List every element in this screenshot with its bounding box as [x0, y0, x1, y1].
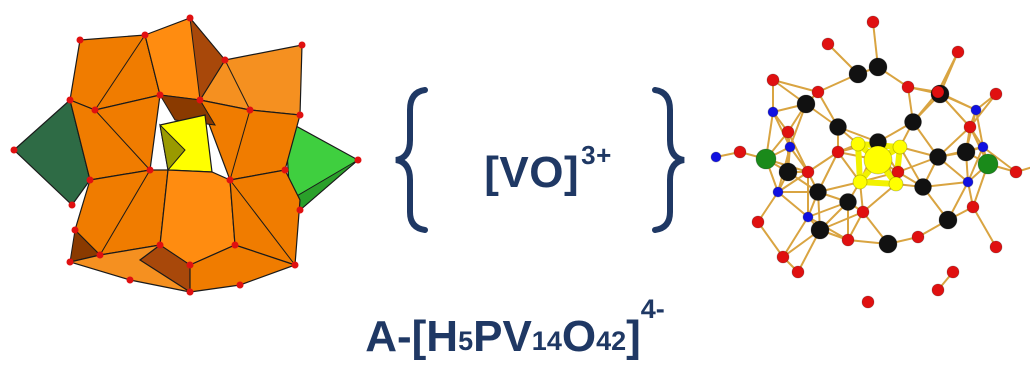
ball-and-stick-model: [710, 15, 1030, 309]
bond: [772, 79, 819, 93]
vanadium-atom: [938, 210, 958, 230]
oxygen-atom: [866, 15, 880, 29]
formula-prefix: A-[H: [365, 312, 459, 361]
oxygen-atom: [781, 125, 795, 139]
oxygen-atom: [831, 145, 845, 159]
bond: [777, 171, 809, 193]
central-yellow-shade: [159, 123, 186, 172]
vanadium-atom: [914, 178, 932, 196]
oxygen-atom: [856, 205, 870, 219]
bond: [975, 109, 984, 148]
oxygen-atom: [1009, 165, 1023, 179]
oxygen-atom: [931, 283, 945, 297]
formula-mid-pv: PV: [473, 312, 532, 361]
right-curly-brace: [652, 87, 685, 233]
green-atom: [977, 153, 999, 175]
formula-close: ]: [626, 312, 641, 361]
central-ligand-atom: [850, 136, 866, 152]
bond: [782, 216, 809, 258]
bond: [777, 191, 809, 218]
vanadium-atom: [904, 113, 922, 131]
oxygen-atom: [791, 265, 805, 279]
bond: [807, 151, 839, 173]
oxygen-atom: [811, 85, 825, 99]
vanadium-atom: [810, 220, 830, 240]
vanadium-atom: [848, 64, 868, 84]
bond: [772, 111, 791, 148]
blue-atom: [784, 141, 796, 153]
octahedron: [189, 244, 297, 293]
central-ligand-atom: [852, 174, 868, 190]
oxygen-atom: [821, 37, 835, 51]
formula-sub-v: 14: [531, 326, 562, 356]
vanadium-atom: [956, 142, 976, 162]
bond: [969, 93, 997, 128]
blue-atom: [767, 106, 779, 118]
vanadium-atom: [839, 193, 857, 211]
vanadium-atom: [878, 234, 898, 254]
blue-atom: [772, 186, 784, 198]
blue-atom: [710, 151, 722, 163]
oxygen-atom: [901, 80, 915, 94]
vanadium-atom: [796, 94, 816, 114]
oxygen-atom: [931, 85, 945, 99]
left-curly-brace: [395, 87, 428, 233]
blue-atom: [802, 211, 814, 223]
formula-mid-o: O: [561, 312, 597, 361]
blue-atom: [970, 104, 982, 116]
oxygen-atom: [766, 73, 780, 87]
central-ligand-atom: [892, 139, 908, 155]
vanadium-atom: [778, 162, 798, 182]
bond: [972, 206, 997, 248]
octahedron-shade: [189, 16, 226, 102]
vertex-oxygens: [10, 14, 362, 296]
vanadium-atom: [829, 118, 847, 136]
bond: [757, 191, 779, 223]
bond: [967, 146, 984, 183]
octahedron: [199, 99, 301, 181]
oxygen-atom: [951, 45, 965, 59]
oxygen-atom: [891, 165, 905, 179]
bond: [757, 221, 784, 258]
oxygen-atom: [841, 233, 855, 247]
vanadium-atom: [929, 148, 947, 166]
oxygen-atom: [946, 265, 960, 279]
vanadium-atom: [809, 183, 827, 201]
octahedron: [69, 94, 161, 181]
vo-formula-charge: 3+: [581, 139, 612, 170]
oxygen-atom: [966, 200, 980, 214]
oxygen-atom: [963, 120, 977, 134]
vo-formula-main: [VO]: [484, 148, 580, 197]
green-atom: [755, 148, 777, 170]
oxygen-atom: [801, 165, 815, 179]
oxygen-atom: [776, 250, 790, 264]
blue-atom: [977, 141, 989, 153]
central-atom: [863, 145, 893, 175]
polyhedral-model: [10, 14, 362, 296]
oxygen-atom: [989, 87, 1003, 101]
formula-sub-h: 5: [458, 326, 474, 356]
oxygen-atom: [733, 145, 747, 159]
formula-charge: 4-: [640, 294, 665, 324]
octahedron: [229, 169, 301, 266]
oxygen-atom: [751, 215, 765, 229]
bond: [787, 131, 809, 173]
vo-cation-formula: [VO]3+: [428, 138, 668, 208]
vanadium-atom: [868, 57, 888, 77]
oxygen-atom: [861, 295, 875, 309]
oxygen-atom: [911, 230, 925, 244]
bond: [862, 183, 897, 213]
blue-atom: [962, 176, 974, 188]
bond: [982, 146, 1017, 173]
formula-sub-o: 42: [596, 326, 627, 356]
central-ligand-atom: [888, 176, 904, 192]
oxygen-atom: [989, 240, 1003, 254]
